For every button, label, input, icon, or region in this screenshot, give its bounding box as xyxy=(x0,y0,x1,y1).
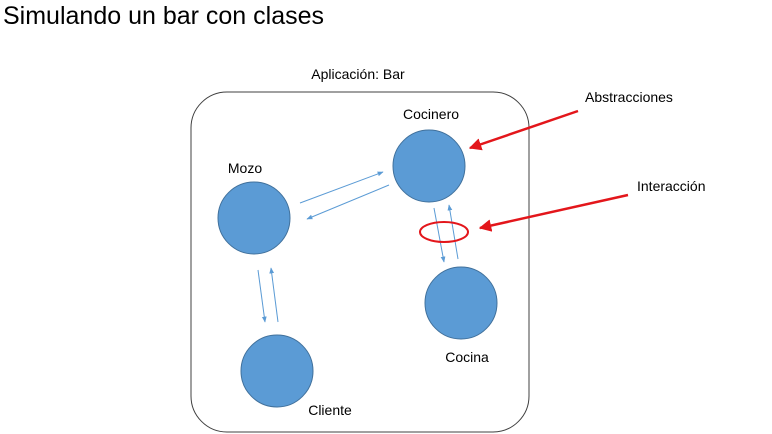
arrow-mozo-to-cliente xyxy=(257,269,267,323)
arrow-cliente-to-mozo xyxy=(269,267,279,323)
arrow-mozo-to-cocinero xyxy=(299,171,384,204)
node-cliente-label: Cliente xyxy=(308,402,352,418)
node-cliente xyxy=(240,334,314,408)
container-label: Aplicación: Bar xyxy=(311,66,405,82)
node-cocinero xyxy=(392,129,466,203)
callout-arrow-interaccion xyxy=(478,193,629,232)
node-mozo xyxy=(217,181,291,255)
arrow-cocinero-to-cocina xyxy=(433,207,446,263)
arrow-cocinero-to-mozo xyxy=(306,184,390,220)
node-cocinero-label: Cocinero xyxy=(403,106,459,122)
application-container xyxy=(190,91,530,433)
callout-arrow-abstracciones xyxy=(468,109,579,151)
slide-title: Simulando un bar con clases xyxy=(3,2,325,30)
arrow-cocina-to-cocinero xyxy=(447,204,459,260)
node-cocina-label: Cocina xyxy=(445,349,489,365)
callout-abstracciones: Abstracciones xyxy=(585,89,673,105)
node-cocina xyxy=(424,266,498,340)
callout-interaccion: Interacción xyxy=(637,178,705,194)
interaction-highlight xyxy=(419,221,469,243)
node-mozo-label: Mozo xyxy=(228,160,262,176)
